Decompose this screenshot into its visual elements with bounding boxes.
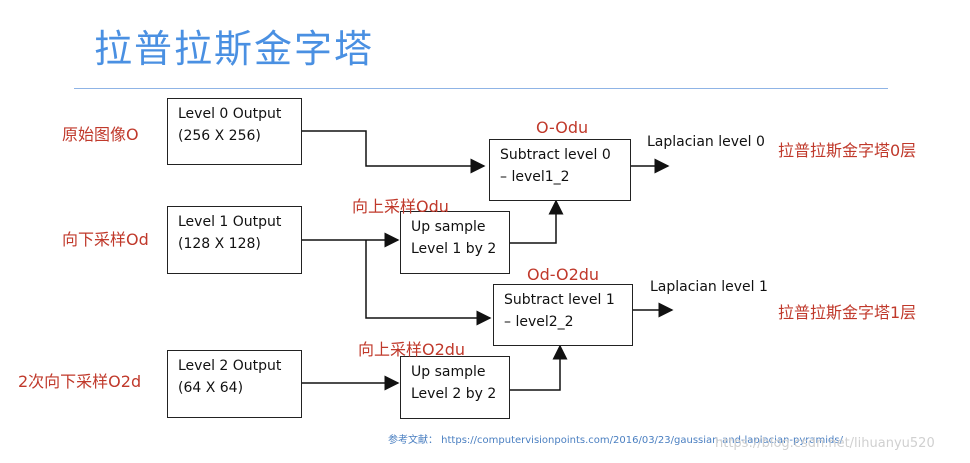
subtract0-detail: – level1_2 xyxy=(500,169,570,185)
page-title: 拉普拉斯金字塔 xyxy=(94,27,375,71)
upsample1-detail: Level 1 by 2 xyxy=(411,241,497,257)
level0-output-box: Level 0 Output (256 X 256) xyxy=(167,98,302,165)
subtract1-box: Subtract level 1 – level2_2 xyxy=(493,284,633,346)
upsample1-box: Up sample Level 1 by 2 xyxy=(400,211,510,274)
reference-link[interactable]: 参考文献： https://computervisionpoints.com/2… xyxy=(388,435,843,446)
label-subtract0: O-Odu xyxy=(536,118,589,137)
arrow-level0-to-subtract0 xyxy=(302,130,486,174)
title-divider xyxy=(74,88,888,89)
level0-output-size: (256 X 256) xyxy=(178,128,261,144)
upsample2-box: Up sample Level 2 by 2 xyxy=(400,356,510,419)
label-subtract1: Od-O2du xyxy=(527,265,600,284)
level2-output-title: Level 2 Output xyxy=(178,358,282,374)
label-downsample2: 2次向下采样O2d xyxy=(18,372,142,391)
level1-output-size: (128 X 128) xyxy=(178,236,261,252)
label-pyramid-layer1: 拉普拉斯金字塔1层 xyxy=(778,303,917,322)
level1-output-title: Level 1 Output xyxy=(178,214,282,230)
upsample2-detail: Level 2 by 2 xyxy=(411,386,497,402)
arrow-level1-to-subtract1 xyxy=(365,240,492,326)
laplacian-level0-label: Laplacian level 0 xyxy=(647,134,765,150)
label-upsample2: 向上采样O2du xyxy=(358,340,466,359)
arrow-upsample1-to-subtract0 xyxy=(510,199,564,244)
upsample2-title: Up sample xyxy=(411,364,486,380)
subtract1-detail: – level2_2 xyxy=(504,314,574,330)
upsample1-title: Up sample xyxy=(411,219,486,235)
level1-output-box: Level 1 Output (128 X 128) xyxy=(167,206,302,274)
arrow-upsample2-to-subtract1 xyxy=(510,344,568,391)
label-pyramid-layer0: 拉普拉斯金字塔0层 xyxy=(778,141,917,160)
watermark: https://blog.csdn.net/lihuanyu520 xyxy=(715,436,935,451)
label-downsample1: 向下采样Od xyxy=(62,230,149,249)
level2-output-size: (64 X 64) xyxy=(178,380,244,396)
laplacian-level1-label: Laplacian level 1 xyxy=(650,279,768,295)
label-original-image: 原始图像O xyxy=(62,125,139,144)
subtract0-title: Subtract level 0 xyxy=(500,147,611,163)
level2-output-box: Level 2 Output (64 X 64) xyxy=(167,350,302,418)
level0-output-title: Level 0 Output xyxy=(178,106,282,122)
label-upsample1: 向上采样Odu xyxy=(352,197,449,216)
subtract0-box: Subtract level 0 – level1_2 xyxy=(489,139,631,201)
subtract1-title: Subtract level 1 xyxy=(504,292,615,308)
